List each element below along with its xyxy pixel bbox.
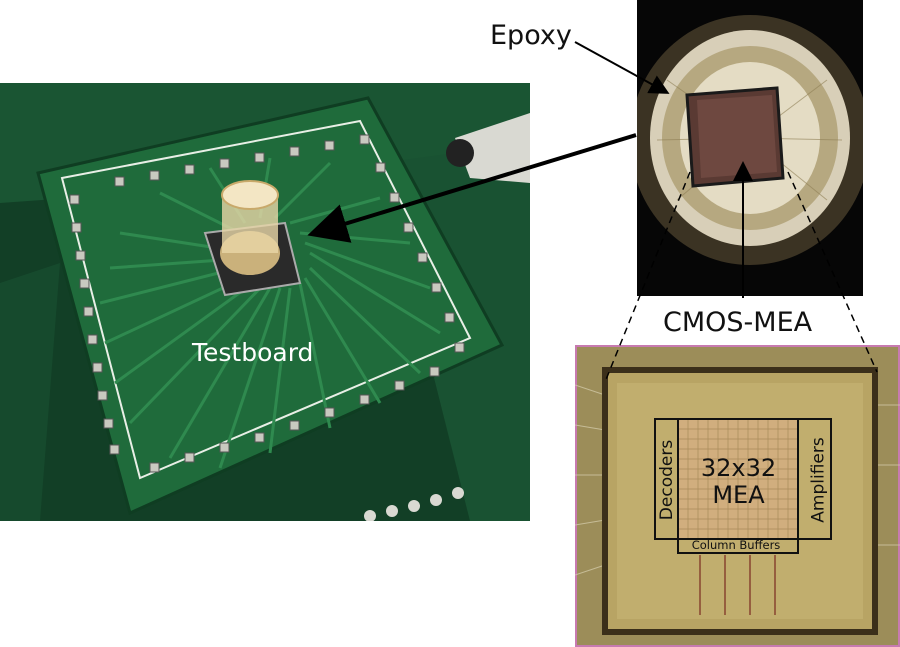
die-micrograph-photo: [575, 345, 900, 647]
epoxy-closeup-photo: [637, 0, 863, 296]
column-buffers-label: Column Buffers: [691, 538, 781, 552]
epoxy-label: Epoxy: [490, 20, 572, 51]
chip-location-arrow: [307, 133, 637, 243]
cmos-mea-label: CMOS-MEA: [663, 307, 813, 338]
testboard-photo: [0, 83, 530, 521]
zoom-line-right: [787, 171, 878, 373]
testboard-label: Testboard: [192, 338, 314, 367]
epoxy-arrow: [574, 41, 670, 94]
mea-label: 32x32 MEA: [700, 454, 777, 509]
zoom-line-left: [604, 171, 691, 383]
